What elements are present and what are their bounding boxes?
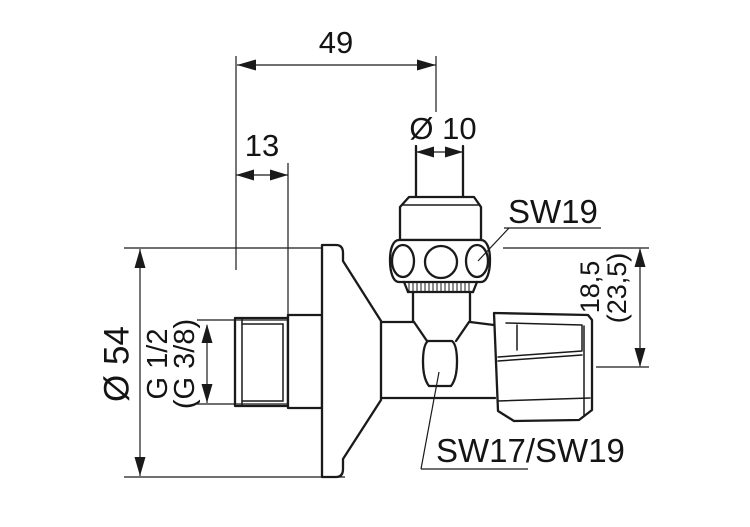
band-right-edge <box>471 280 479 294</box>
thread-inner-panel <box>241 323 284 402</box>
arrowhead-left-icon <box>416 146 434 158</box>
spindle-housing <box>421 339 459 388</box>
handwheel-knob-center <box>423 244 459 280</box>
handwheel-knob-left <box>390 243 416 279</box>
wall-flange <box>320 243 383 479</box>
knurl-hatching <box>408 283 470 291</box>
arrowhead-down-icon <box>634 348 646 367</box>
thread-size-value: G 1/2 <box>142 329 174 400</box>
arrowhead-right-icon <box>270 169 288 181</box>
outlet-stem-top <box>414 144 465 200</box>
valve-drawing <box>233 144 594 479</box>
thread-outline <box>233 316 290 408</box>
cap-outline <box>398 195 483 242</box>
dim-flange-diameter-value: Ø 54 <box>98 326 137 402</box>
outlet-nut <box>492 311 594 423</box>
knurled-band <box>402 280 479 294</box>
body-top-right-edge <box>468 320 496 327</box>
callout-sw17-sw19: SW17/SW19 <box>420 371 625 470</box>
nut-chamfer-lines <box>497 350 583 362</box>
wrench-size-outlet-label: SW17/SW19 <box>436 432 625 469</box>
dim-width-49: 49 <box>235 25 437 270</box>
inlet-thread-nipple <box>233 316 290 408</box>
dim-flange-diameter-54: Ø 54 <box>98 247 345 478</box>
nut-upper-face <box>505 322 583 351</box>
nut-outline <box>492 311 594 423</box>
band-left-edge <box>402 280 410 294</box>
funnel-left-edge <box>412 320 429 343</box>
valve-body <box>379 320 497 400</box>
arrowhead-down-icon <box>134 457 146 476</box>
funnel-right-edge <box>454 320 471 343</box>
callout-sw19: SW19 <box>477 193 601 262</box>
arrowhead-left-icon <box>236 169 254 181</box>
arrowhead-up-icon <box>634 248 646 267</box>
wrench-size-top-label: SW19 <box>508 193 598 230</box>
arrowhead-right-icon <box>445 146 463 158</box>
dim-thread-length-value: 13 <box>245 128 279 163</box>
dim-outlet-height-value: 18,5 <box>575 261 605 314</box>
arrowhead-down-icon <box>201 384 213 403</box>
dim-thread-size: G 1/2 (G 3/8) <box>142 319 312 409</box>
leader-line <box>477 227 510 262</box>
handwheel <box>388 238 492 284</box>
handwheel-knob-right <box>464 243 490 279</box>
valve-neck <box>411 290 472 324</box>
arrowhead-up-icon <box>201 324 213 343</box>
leader-line <box>420 371 440 470</box>
arrowhead-left-icon <box>237 59 256 71</box>
dim-outlet-height-alt-value: (23,5) <box>602 253 632 324</box>
arrowhead-right-icon <box>417 59 436 71</box>
nut-lower-chamfer-line <box>497 397 591 402</box>
thread-step <box>286 313 324 410</box>
dim-pipe-diameter-value: Ø 10 <box>409 111 476 146</box>
dim-thread-length-13: 13 <box>236 128 289 315</box>
dim-pipe-diameter-10: Ø 10 <box>409 111 477 158</box>
dim-width-value: 49 <box>319 25 353 60</box>
arrowhead-up-icon <box>134 249 146 268</box>
thread-size-alt-value: (G 3/8) <box>169 319 201 409</box>
bonnet-cap <box>398 195 483 242</box>
dim-outlet-height: 18,5 (23,5) <box>503 247 649 368</box>
